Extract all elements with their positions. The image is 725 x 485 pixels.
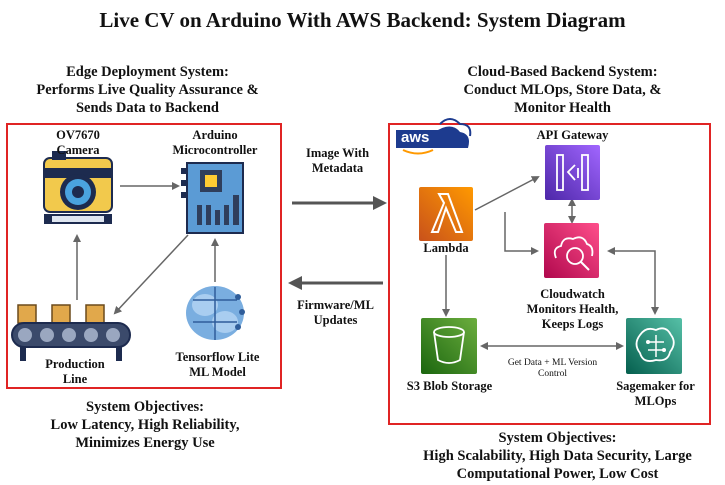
sagemaker-icon	[626, 318, 682, 374]
arrow-cloudwatch-sagemaker	[607, 247, 659, 315]
s3-bucket-icon	[421, 318, 477, 374]
edge-heading-line-1: Edge Deployment System:	[66, 64, 229, 80]
get-data-label-line-1: Get Data + ML Version	[507, 358, 598, 368]
aws-logo-text: aws	[401, 129, 430, 146]
aws-logo-icon	[396, 118, 472, 155]
get-data-label-line-2: Control	[537, 369, 568, 379]
to-cloud-label-line-1: Image With	[305, 146, 370, 160]
arduino-label: Arduino Microcontroller	[155, 128, 275, 158]
api-gateway-icon	[545, 145, 600, 200]
production-label-line-2: Line	[62, 372, 88, 386]
cloud-objectives-line-3: Computational Power, Low Cost	[456, 466, 659, 482]
diagram-title: Live CV on Arduino With AWS Backend: Sys…	[99, 8, 626, 32]
sagemaker-label: Sagemaker for MLOps	[603, 379, 708, 409]
cloud-heading-line-1: Cloud-Based Backend System:	[467, 64, 658, 80]
cloudwatch-label-line-1: Cloudwatch	[540, 287, 605, 301]
api-gateway-label: API Gateway	[536, 128, 609, 142]
cloud-heading-line-3: Monitor Health	[514, 100, 611, 116]
arrow-arduino-to-line	[113, 234, 189, 315]
cloudwatch-label-line-2: Monitors Health,	[526, 302, 619, 316]
arrow-lambda-to-cloudwatch	[504, 212, 539, 255]
edge-objectives: System Objectives: Low Latency, High Rel…	[10, 398, 280, 452]
cloudwatch-label-line-3: Keeps Logs	[541, 317, 604, 331]
cloud-system-box	[388, 123, 711, 425]
production-label-line-1: Production	[45, 357, 105, 371]
arduino-label-line-2: Microcontroller	[172, 143, 258, 157]
lambda-label: Lambda	[423, 241, 469, 255]
cloud-objectives-line-1: System Objectives:	[498, 430, 617, 446]
camera-label-line-1: OV7670	[56, 128, 100, 142]
edge-heading-line-3: Sends Data to Backend	[75, 100, 219, 116]
camera-label: OV7670 Camera	[28, 128, 128, 158]
to-edge-label-line-1: Firmware/ML	[297, 298, 374, 312]
tflite-label: Tensorflow Lite ML Model	[160, 350, 275, 380]
to-cloud-label: Image With Metadata	[290, 146, 385, 176]
arduino-icon	[181, 162, 244, 234]
camera-label-line-2: Camera	[56, 143, 100, 157]
edge-objectives-line-2: Low Latency, High Reliability,	[50, 417, 240, 433]
to-cloud-label-line-2: Metadata	[311, 161, 364, 175]
arduino-label-line-1: Arduino	[192, 128, 238, 142]
to-edge-label: Firmware/ML Updates	[288, 298, 383, 328]
edge-heading-line-2: Performs Live Quality Assurance &	[36, 82, 259, 98]
edge-heading: Edge Deployment System: Performs Live Qu…	[20, 63, 275, 117]
cloudwatch-label: Cloudwatch Monitors Health, Keeps Logs	[520, 287, 625, 332]
conveyor-icon	[11, 304, 131, 361]
edge-objectives-line-1: System Objectives:	[86, 399, 204, 415]
cloudwatch-icon	[544, 223, 599, 278]
brain-icon	[186, 286, 245, 340]
get-data-label: Get Data + ML Version Control	[490, 358, 615, 380]
arrow-lambda-to-api	[474, 176, 540, 211]
edge-objectives-line-3: Minimizes Energy Use	[75, 435, 215, 451]
tflite-label-line-2: ML Model	[189, 365, 246, 379]
sagemaker-label-line-1: Sagemaker for	[616, 379, 695, 393]
camera-icon	[43, 151, 113, 224]
cloud-heading-line-2: Conduct MLOps, Store Data, &	[463, 82, 662, 98]
to-edge-label-line-2: Updates	[313, 313, 358, 327]
tflite-label-line-1: Tensorflow Lite	[175, 350, 260, 364]
cloud-heading: Cloud-Based Backend System: Conduct MLOp…	[420, 63, 705, 117]
s3-label: S3 Blob Storage	[406, 379, 493, 393]
lambda-icon	[419, 187, 473, 241]
edge-system-box	[6, 123, 282, 389]
sagemaker-label-line-2: MLOps	[634, 394, 677, 408]
cloud-objectives: System Objectives: High Scalability, Hig…	[395, 429, 720, 483]
production-line-label: Production Line	[30, 357, 120, 387]
cloud-objectives-line-2: High Scalability, High Data Security, La…	[423, 448, 692, 464]
